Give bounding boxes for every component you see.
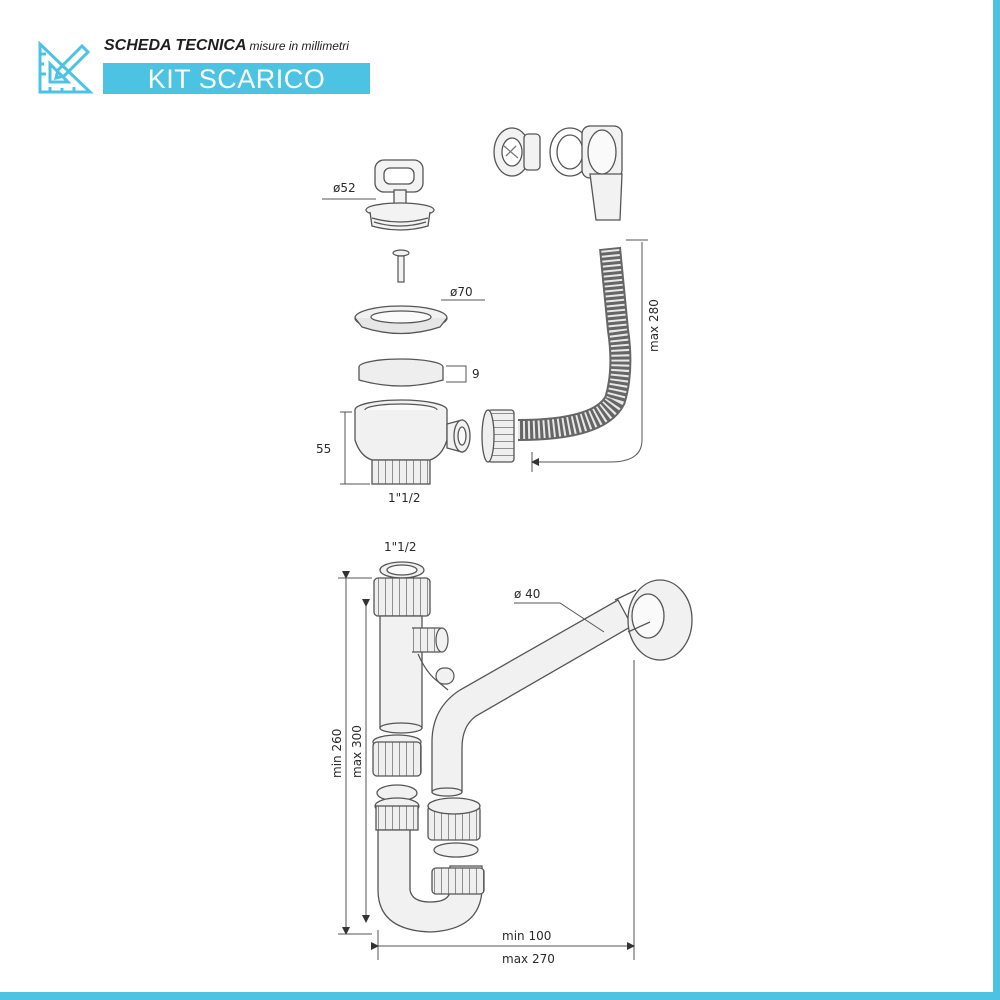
title-text: SCHEDA TECNICA [104, 37, 247, 54]
label-flange-diameter: ø70 [450, 285, 473, 299]
stopper [365, 159, 435, 231]
label-body-height: 55 [316, 442, 331, 456]
label-max-width: max 270 [502, 952, 555, 966]
siphon-trap [374, 797, 485, 933]
label-thread-top: 1"1/2 [388, 491, 420, 505]
drain-body [354, 399, 471, 485]
outlet-pipe [431, 579, 693, 797]
subtitle-text: misure in millimetri [249, 39, 349, 53]
label-hose-length: max 280 [647, 299, 661, 352]
flange [354, 305, 448, 335]
label-ring-height: 9 [472, 367, 480, 381]
label-pipe-diameter: ø 40 [514, 587, 540, 601]
hose-nut [481, 409, 515, 463]
label-max-height: max 300 [350, 725, 364, 778]
overflow-head [493, 125, 623, 221]
ruler-pencil-icon [38, 40, 94, 94]
overflow-spigot [412, 627, 455, 691]
siphon-nut-middle [372, 734, 422, 802]
accent-border-bottom [0, 992, 1000, 1000]
seal-ring [358, 358, 444, 387]
product-banner: KIT SCARICO [103, 63, 370, 94]
label-min-height: min 260 [330, 729, 344, 778]
accent-border-right [993, 0, 1000, 1000]
flexible-hose [517, 246, 632, 441]
label-inlet-thread: 1"1/2 [384, 540, 416, 554]
screw [392, 249, 410, 283]
label-stopper-diameter: ø52 [333, 181, 356, 195]
label-min-width: min 100 [502, 929, 551, 943]
